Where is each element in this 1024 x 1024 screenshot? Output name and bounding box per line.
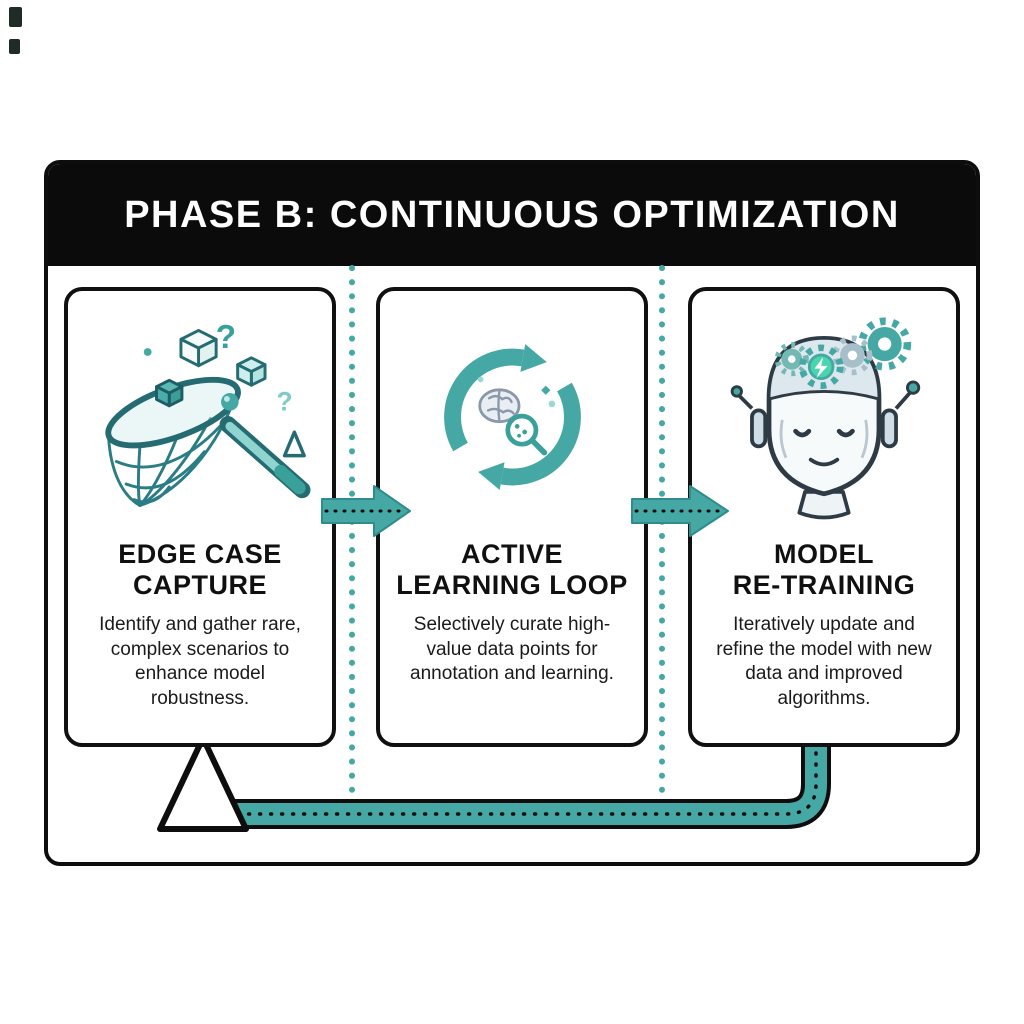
card-description: Iteratively update and refine the model … bbox=[716, 614, 932, 710]
question-mark-glyph: ? bbox=[276, 387, 292, 417]
card-description: Selectively curate high-value data point… bbox=[410, 614, 614, 685]
butterfly-net-capture-icon: ? ? bbox=[78, 299, 322, 535]
panel-header: PHASE B: CONTINUOUS OPTIMIZATION bbox=[48, 164, 976, 266]
circular-loop-arrows-icon bbox=[390, 299, 634, 535]
robot-head-gears-icon bbox=[702, 299, 946, 535]
card-active-learning-loop: ACTIVE LEARNING LOOP Selectively curate … bbox=[376, 287, 648, 747]
card-title: EDGE CASE CAPTURE bbox=[118, 539, 282, 601]
question-mark-glyph: ? bbox=[215, 319, 235, 356]
card-edge-case-capture: ? ? EDGE CASE CAPTURE Identify and gathe… bbox=[64, 287, 336, 747]
card-model-re-training: MODEL RE-TRAINING Iteratively update and… bbox=[688, 287, 960, 747]
card-description: Identify and gather rare, complex scenar… bbox=[99, 614, 301, 710]
stray-mark-2 bbox=[9, 39, 20, 54]
panel-title: PHASE B: CONTINUOUS OPTIMIZATION bbox=[124, 193, 900, 236]
stray-mark-1 bbox=[9, 7, 22, 27]
card-title: MODEL RE-TRAINING bbox=[732, 539, 916, 601]
card-title: ACTIVE LEARNING LOOP bbox=[396, 539, 628, 601]
